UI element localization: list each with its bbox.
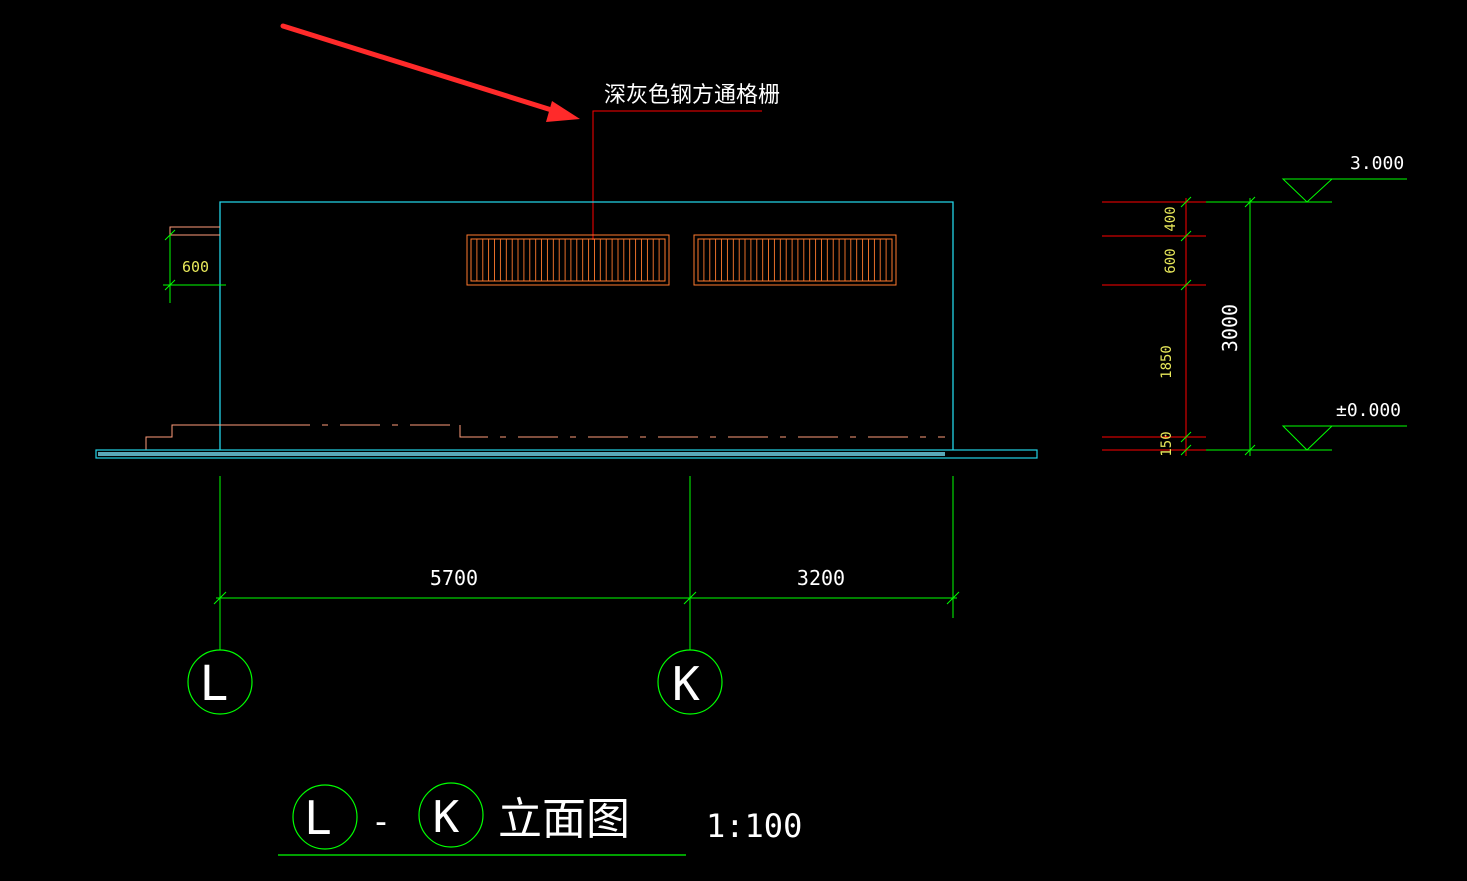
title-text: 立面图 [498, 794, 630, 845]
elevation-marker-zero [1281, 425, 1407, 451]
vdim-1850: 1850 [1159, 345, 1175, 379]
left-dim-text: 600 [182, 258, 209, 276]
vdim-600: 600 [1163, 248, 1179, 273]
hdim-3200: 3200 [797, 566, 845, 590]
grille-note-label: 深灰色钢方通格栅 [604, 83, 780, 108]
grille-left [466, 234, 670, 286]
title-axis-to: K [433, 792, 460, 843]
axis-bubble-K: K [657, 649, 723, 715]
grille-right [693, 234, 897, 286]
total-height-dimension [1206, 196, 1332, 456]
horizontal-dimension [213, 591, 960, 605]
vdim-total-3000: 3000 [1218, 304, 1242, 352]
pointer-arrow [280, 23, 580, 122]
axis-label-K: K [672, 657, 700, 711]
hdim-5700: 5700 [430, 566, 478, 590]
axis-label-L: L [200, 656, 229, 712]
axis-lines [219, 476, 954, 650]
elevation-marker-top [1281, 178, 1407, 203]
vdim-150: 150 [1159, 431, 1175, 456]
building-outline [219, 201, 954, 450]
axis-bubble-L: L [187, 649, 253, 715]
canopy-detail [169, 226, 220, 236]
ground-slab [95, 449, 1038, 459]
grille-note-leader [592, 110, 762, 240]
drawing-scale: 1:100 [706, 807, 802, 845]
drawing-title: L - K 立面图 [278, 782, 686, 856]
title-dash: - [371, 802, 391, 842]
title-axis-from: L [304, 791, 332, 845]
elevation-zero-label: ±0.000 [1336, 400, 1401, 421]
vertical-dimension-chain [1102, 196, 1206, 456]
elevation-top-label: 3.000 [1350, 153, 1404, 174]
step-and-hidden-lines [145, 424, 945, 450]
left-dimension [163, 229, 226, 303]
vdim-400: 400 [1163, 206, 1179, 231]
